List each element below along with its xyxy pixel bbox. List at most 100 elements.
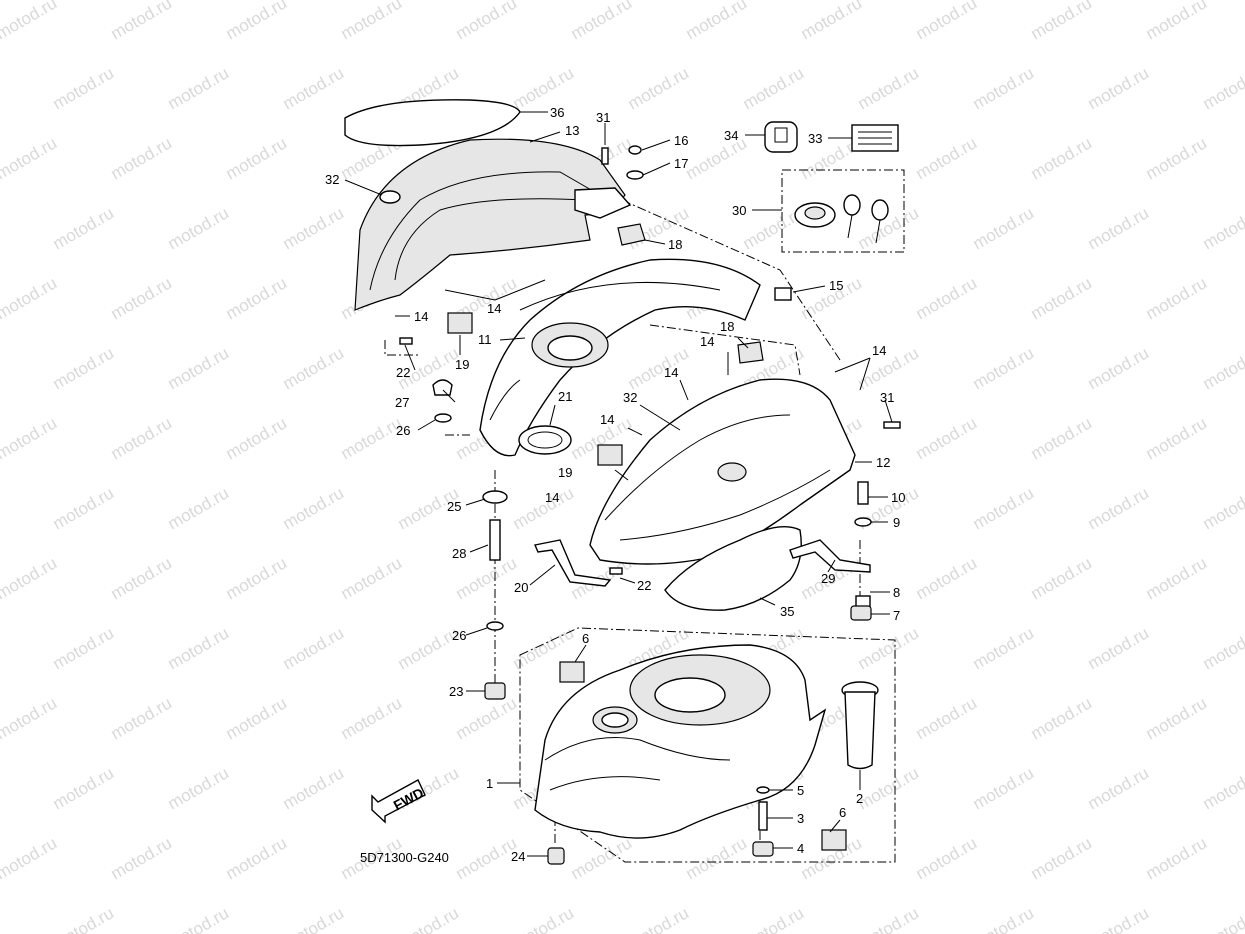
callout-22: 22 (396, 365, 410, 380)
part-30-fuel-cap-keys (794, 194, 889, 244)
callout-5: 5 (797, 783, 804, 798)
part-13-top-cover (354, 138, 632, 311)
watermark-text: motod.ru (0, 623, 2, 673)
watermark-text: motod.ru (108, 833, 176, 883)
watermark-text: motod.ru (1028, 833, 1096, 883)
watermark-text: motod.ru (1028, 413, 1096, 463)
callout-27: 27 (395, 395, 409, 410)
watermark-text: motod.ru (1085, 763, 1153, 813)
watermark-text: motod.ru (855, 763, 923, 813)
watermark-text: motod.ru (108, 133, 176, 183)
fwd-arrow: FWD (371, 779, 426, 824)
watermark-text: motod.ru (1085, 343, 1153, 393)
callout-32: 32 (623, 390, 637, 405)
watermark-text: motod.ru (108, 0, 176, 43)
watermark-text: motod.ru (0, 203, 2, 253)
watermark-text: motod.ru (0, 763, 2, 813)
watermark-text: motod.ru (913, 0, 981, 43)
watermark-text: motod.ru (625, 903, 693, 934)
watermark-text: motod.ru (855, 343, 923, 393)
callout-21: 21 (558, 389, 572, 404)
watermark-text: motod.ru (280, 903, 348, 934)
watermark-text: motod.ru (1200, 343, 1245, 393)
watermark-text: motod.ru (510, 903, 578, 934)
diagram-code: 5D71300-G240 (360, 850, 449, 865)
part-18-damper-b (737, 341, 764, 364)
callout-33: 33 (808, 131, 822, 146)
part-2-fuel-filter (841, 681, 879, 770)
watermark-text: motod.ru (280, 483, 348, 533)
part-1-fuel-tank (534, 644, 827, 839)
watermark-text: motod.ru (970, 63, 1038, 113)
watermark-text: motod.ru (970, 623, 1038, 673)
watermark-text: motod.ru (50, 63, 118, 113)
watermark-text: motod.ru (1028, 693, 1096, 743)
part-23-grommet (484, 682, 506, 700)
watermark-text: motod.ru (913, 133, 981, 183)
callout-26: 26 (396, 423, 410, 438)
watermark-text: motod.ru (1143, 693, 1211, 743)
watermark-text: motod.ru (568, 0, 636, 43)
watermark-text: motod.ru (1200, 483, 1245, 533)
watermark-text: motod.ru (280, 623, 348, 673)
part-27-cap (432, 379, 453, 396)
callout-35: 35 (780, 604, 794, 619)
watermark-text: motod.ru (280, 63, 348, 113)
watermark-text: motod.ru (223, 273, 291, 323)
watermark-text: motod.ru (855, 63, 923, 113)
watermark-text: motod.ru (0, 63, 2, 113)
watermark-text: motod.ru (970, 343, 1038, 393)
callout-31: 31 (880, 390, 894, 405)
part-11-tank-cover (479, 258, 761, 457)
watermark-text: motod.ru (50, 903, 118, 934)
watermark-text: motod.ru (510, 63, 578, 113)
callout-15: 15 (829, 278, 843, 293)
watermark-text: motod.ru (1028, 0, 1096, 43)
watermark-text: motod.ru (1143, 133, 1211, 183)
callout-19: 19 (558, 465, 572, 480)
callout-20: 20 (514, 580, 528, 595)
callout-3: 3 (797, 811, 804, 826)
part-22-screw (399, 337, 413, 345)
callout-14: 14 (600, 412, 614, 427)
part-26-washer (434, 413, 452, 423)
watermark-text: motod.ru (855, 623, 923, 673)
watermark-text: motod.ru (0, 133, 60, 183)
watermark-text: motod.ru (568, 833, 636, 883)
part-21-gasket (518, 425, 572, 455)
part-28-bolt (489, 519, 501, 561)
part-34-label (764, 121, 798, 153)
callout-24: 24 (511, 849, 525, 864)
watermark-text: motod.ru (108, 413, 176, 463)
callout-34: 34 (724, 128, 738, 143)
watermark-text: motod.ru (1028, 273, 1096, 323)
watermark-text: motod.ru (1200, 763, 1245, 813)
callout-22: 22 (637, 578, 651, 593)
watermark-text: motod.ru (855, 903, 923, 934)
watermark-text: motod.ru (223, 0, 291, 43)
part-33-label (851, 124, 899, 152)
watermark-text: motod.ru (108, 273, 176, 323)
watermark-text: motod.ru (0, 693, 60, 743)
callout-14: 14 (545, 490, 559, 505)
part-15-nut (774, 287, 792, 301)
watermark-text: motod.ru (1028, 133, 1096, 183)
part-26-washer-b (486, 621, 504, 631)
part-3-pipe (758, 801, 768, 831)
watermark-text: motod.ru (1085, 623, 1153, 673)
part-17-washer (626, 170, 644, 180)
watermark-text: motod.ru (1143, 833, 1211, 883)
watermark-text: motod.ru (338, 413, 406, 463)
watermark-text: motod.ru (223, 553, 291, 603)
part-4-grommet (752, 841, 774, 857)
callout-12: 12 (876, 455, 890, 470)
watermark-text: motod.ru (50, 343, 118, 393)
part-29-bracket (789, 539, 871, 573)
watermark-text: motod.ru (1143, 273, 1211, 323)
callout-14: 14 (487, 301, 501, 316)
watermark-text: motod.ru (50, 483, 118, 533)
watermark-text: motod.ru (223, 413, 291, 463)
part-31-screw-b (883, 421, 901, 429)
watermark-text: motod.ru (913, 833, 981, 883)
callout-28: 28 (452, 546, 466, 561)
